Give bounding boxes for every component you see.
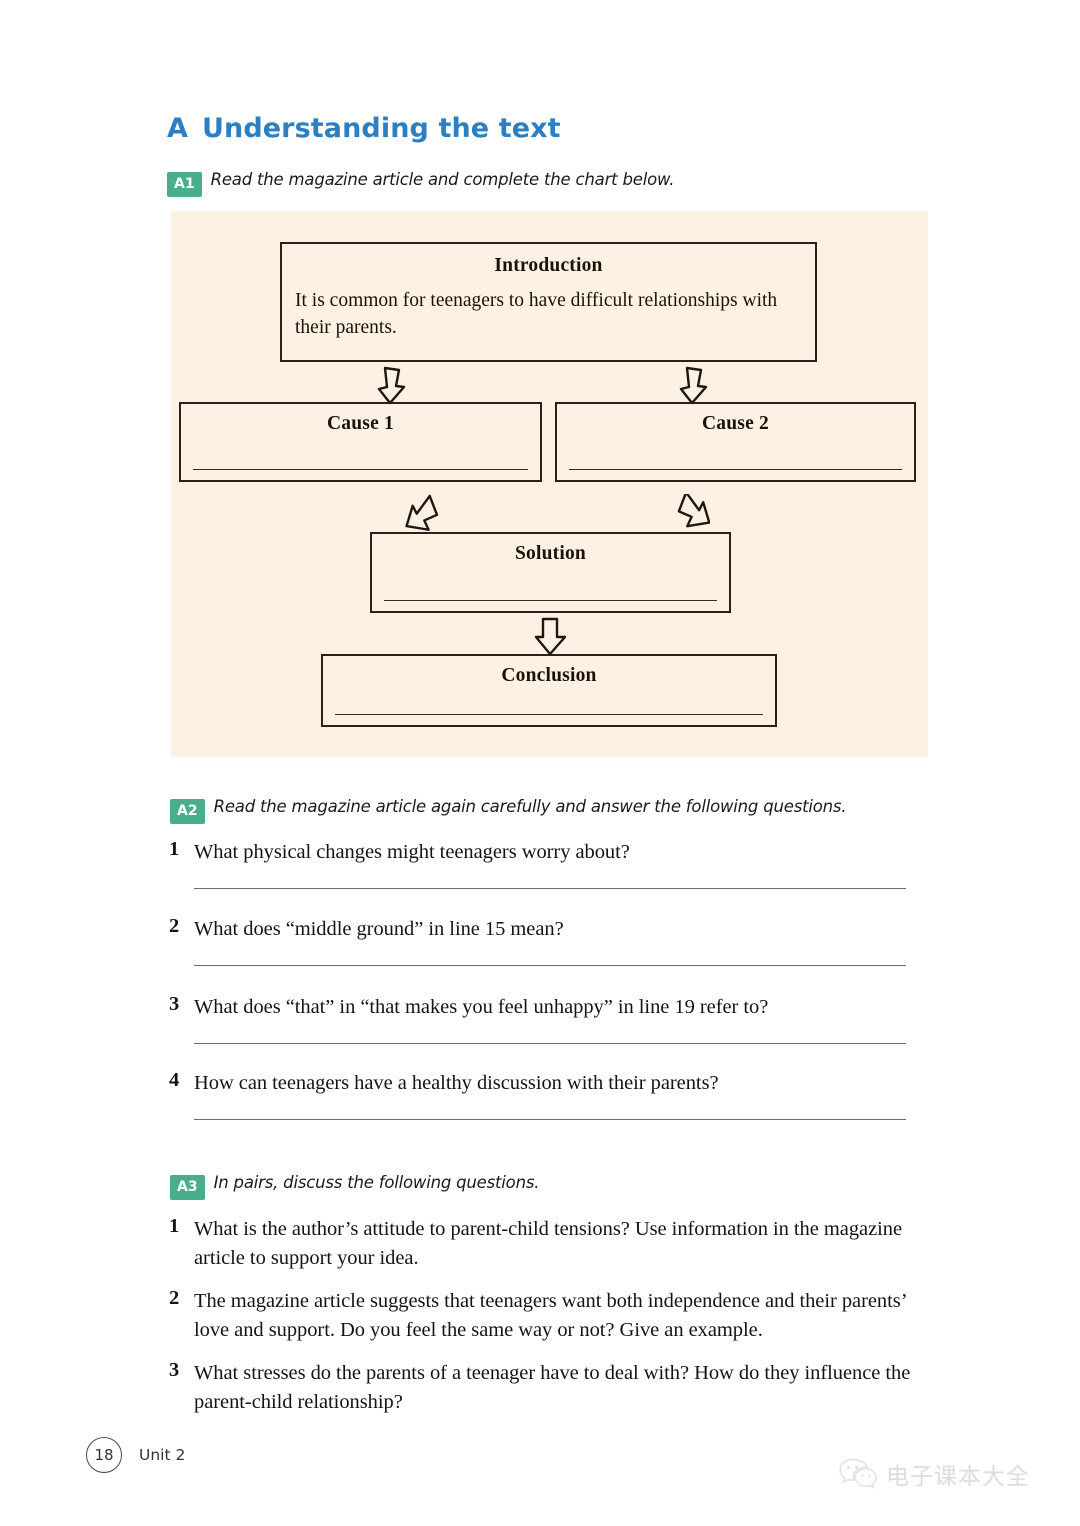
question-text: What is the author’s attitude to parent-… <box>194 1218 903 1270</box>
question-text: What stresses do the parents of a teenag… <box>194 1362 911 1414</box>
page-title: A Understanding the text <box>167 113 561 144</box>
task-a3-instruction: In pairs, discuss the following question… <box>213 1173 540 1192</box>
question-item: 3 What stresses do the parents of a teen… <box>169 1359 914 1417</box>
question-number: 2 <box>169 1287 180 1309</box>
answer-line[interactable] <box>194 1043 906 1044</box>
task-a2-instruction: Read the magazine article again carefull… <box>213 797 847 816</box>
node-label-introduction: Introduction <box>494 255 603 276</box>
page-number-badge: 18 <box>86 1437 122 1473</box>
question-text: How can teenagers have a healthy discuss… <box>194 1072 719 1094</box>
flowchart-node-introduction: Introduction It is common for teenagers … <box>280 242 817 362</box>
footer-unit-label: Unit 2 <box>139 1446 186 1464</box>
page-footer: 18 Unit 2 <box>86 1437 185 1473</box>
question-number: 1 <box>169 838 180 860</box>
flowchart-node-conclusion: Conclusion <box>321 654 777 727</box>
question-text: What does “middle ground” in line 15 mea… <box>194 918 564 940</box>
question-number: 1 <box>169 1215 180 1237</box>
node-label-cause2: Cause 2 <box>702 413 769 434</box>
node-label-cause1: Cause 1 <box>327 413 394 434</box>
arrow-solution-to-conclusion <box>534 617 567 656</box>
watermark-text: 电子课本大全 <box>886 1464 1030 1490</box>
flowchart-node-cause1: Cause 1 <box>179 402 542 482</box>
question-number: 4 <box>169 1069 180 1091</box>
node-blank-line-cause2[interactable] <box>569 469 902 470</box>
flowchart-panel: Introduction It is common for teenagers … <box>171 211 928 757</box>
node-blank-line-cause1[interactable] <box>193 469 528 470</box>
node-label-conclusion: Conclusion <box>501 665 597 686</box>
badge-a1: A1 <box>167 172 202 197</box>
node-blank-line-conclusion[interactable] <box>335 714 763 715</box>
question-item: 3 What does “that” in “that makes you fe… <box>169 993 929 1022</box>
flowchart-node-cause2: Cause 2 <box>555 402 916 482</box>
question-item: 2 What does “middle ground” in line 15 m… <box>169 915 914 944</box>
answer-line[interactable] <box>194 1119 906 1120</box>
task-a1-instruction: Read the magazine article and complete t… <box>210 170 675 189</box>
arrow-introduction-to-cause2 <box>679 366 708 405</box>
node-label-solution: Solution <box>515 543 586 564</box>
answer-line[interactable] <box>194 965 906 966</box>
question-text: What does “that” in “that makes you feel… <box>194 996 769 1018</box>
question-number: 2 <box>169 915 180 937</box>
question-item: 1 What physical changes might teenagers … <box>169 838 914 867</box>
task-a2: A2 Read the magazine article again caref… <box>170 797 847 824</box>
watermark: 电子课本大全 <box>838 1457 1030 1491</box>
question-item: 4 How can teenagers have a healthy discu… <box>169 1069 914 1098</box>
arrow-introduction-to-cause1 <box>377 366 406 405</box>
node-blank-line-solution[interactable] <box>384 600 717 601</box>
answer-line[interactable] <box>194 888 906 889</box>
badge-a2: A2 <box>170 799 205 824</box>
node-body-introduction: It is common for teenagers to have diffi… <box>295 290 778 338</box>
flowchart-node-solution: Solution <box>370 532 731 613</box>
question-item: 1 What is the author’s attitude to paren… <box>169 1215 914 1273</box>
question-text: The magazine article suggests that teena… <box>194 1290 906 1342</box>
badge-a3: A3 <box>170 1175 205 1200</box>
question-number: 3 <box>169 993 180 1015</box>
section-letter: A <box>167 113 188 144</box>
question-number: 3 <box>169 1359 180 1381</box>
question-text: What physical changes might teenagers wo… <box>194 841 630 863</box>
wechat-icon <box>839 1458 877 1490</box>
task-a3: A3 In pairs, discuss the following quest… <box>170 1173 540 1200</box>
question-item: 2 The magazine article suggests that tee… <box>169 1287 924 1345</box>
task-a1: A1 Read the magazine article and complet… <box>167 170 675 197</box>
section-title-text: Understanding the text <box>202 113 561 144</box>
